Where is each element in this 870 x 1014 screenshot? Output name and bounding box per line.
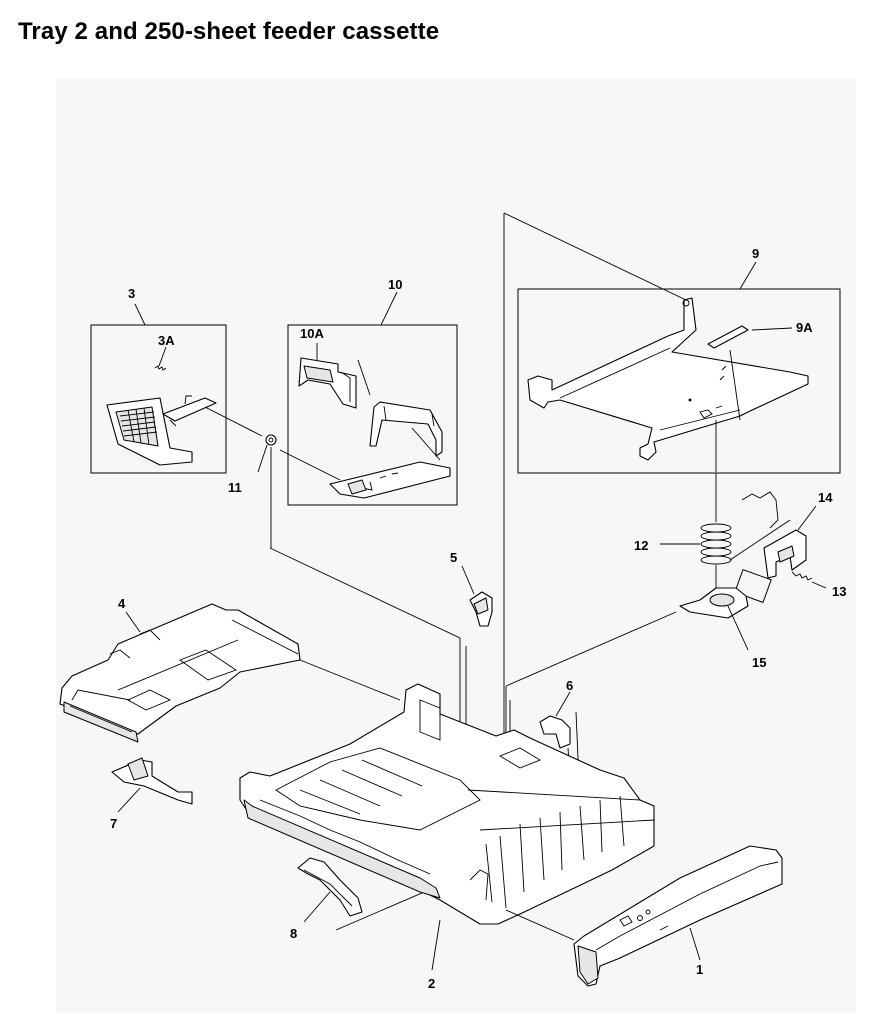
callout-3a: 3A: [158, 333, 175, 348]
callout-15: 15: [752, 655, 766, 670]
callout-11: 11: [228, 480, 242, 495]
part-10-box: [279, 291, 458, 506]
part-1-front-cover: [505, 845, 783, 987]
page-title: Tray 2 and 250-sheet feeder cassette: [18, 18, 440, 45]
callout-10a: 10A: [300, 326, 324, 341]
callout-8: 8: [290, 926, 297, 941]
callout-5: 5: [450, 550, 457, 565]
callout-6: 6: [566, 678, 573, 693]
callout-2: 2: [428, 976, 435, 991]
part-12-spring: [660, 473, 732, 590]
part-7-length-guide: [111, 757, 193, 813]
callout-3: 3: [128, 286, 135, 301]
part-15-holder: [505, 587, 749, 687]
part-13-spring: [734, 568, 827, 604]
callout-14: 14: [818, 490, 833, 505]
part-14-separation-holder: [729, 491, 817, 579]
callout-labels: 3 3A 10 10A 11 9 9A 14 12 13 5 15 4 6 7 …: [110, 246, 846, 991]
part-11-pinion: [257, 434, 277, 548]
part-9-box: [503, 212, 841, 870]
callout-13: 13: [832, 584, 846, 599]
callout-7: 7: [110, 816, 117, 831]
callout-9a: 9A: [796, 320, 813, 335]
callout-9: 9: [752, 246, 759, 261]
callout-1: 1: [696, 962, 703, 977]
part-4-extension-tray: [59, 603, 401, 743]
callout-4: 4: [118, 596, 126, 611]
part-2-cassette-frame: [239, 683, 655, 971]
part-3-box: [90, 303, 263, 474]
callout-12: 12: [634, 538, 648, 553]
callout-10: 10: [388, 277, 402, 292]
